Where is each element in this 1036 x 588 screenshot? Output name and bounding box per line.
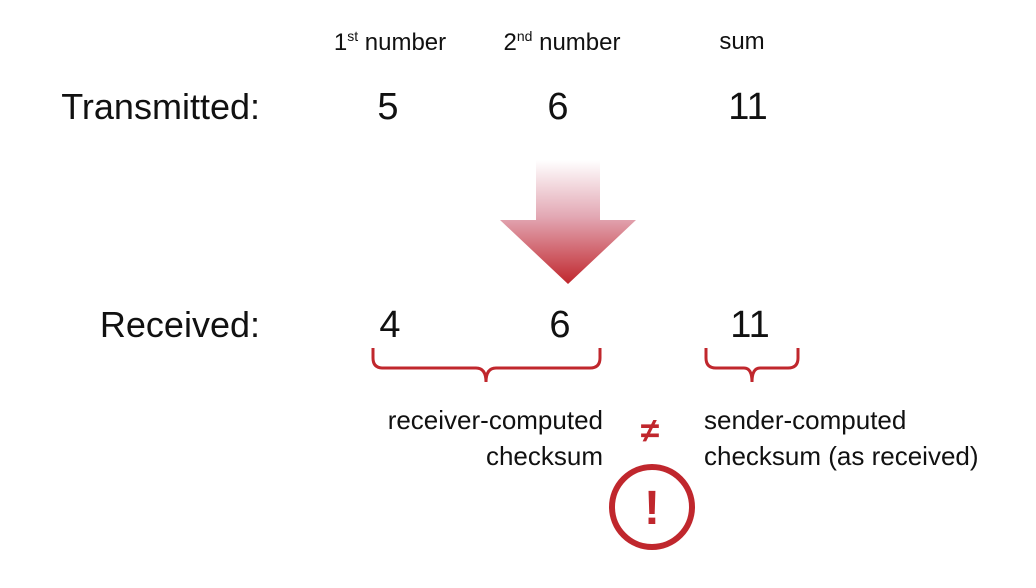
alert-circle-icon: ! (609, 464, 695, 550)
received-second-value: 6 (549, 304, 571, 346)
column-header-sum: sum (719, 28, 765, 55)
not-equal-symbol: ≠ (640, 412, 660, 450)
brace-icon (371, 348, 602, 383)
transmitted-first-value: 5 (377, 86, 399, 128)
svg-text:!: ! (644, 482, 660, 535)
transmitted-sum-value: 11 (728, 86, 768, 128)
down-arrow-icon (500, 160, 636, 284)
transmitted-label: Transmitted: (61, 86, 260, 127)
column-header-first-number: 1st number (333, 28, 447, 56)
sender-computed-checksum-note: sender-computed checksum (as received) (704, 405, 979, 471)
received-sum-value: 11 (730, 304, 770, 346)
receiver-computed-checksum-note: receiver-computed checksum (387, 405, 603, 471)
brace-icon (704, 348, 800, 383)
column-header-second-number: 2nd number (503, 28, 621, 56)
transmitted-second-value: 6 (547, 86, 569, 128)
received-first-value: 4 (379, 304, 401, 346)
received-label: Received: (99, 304, 260, 345)
